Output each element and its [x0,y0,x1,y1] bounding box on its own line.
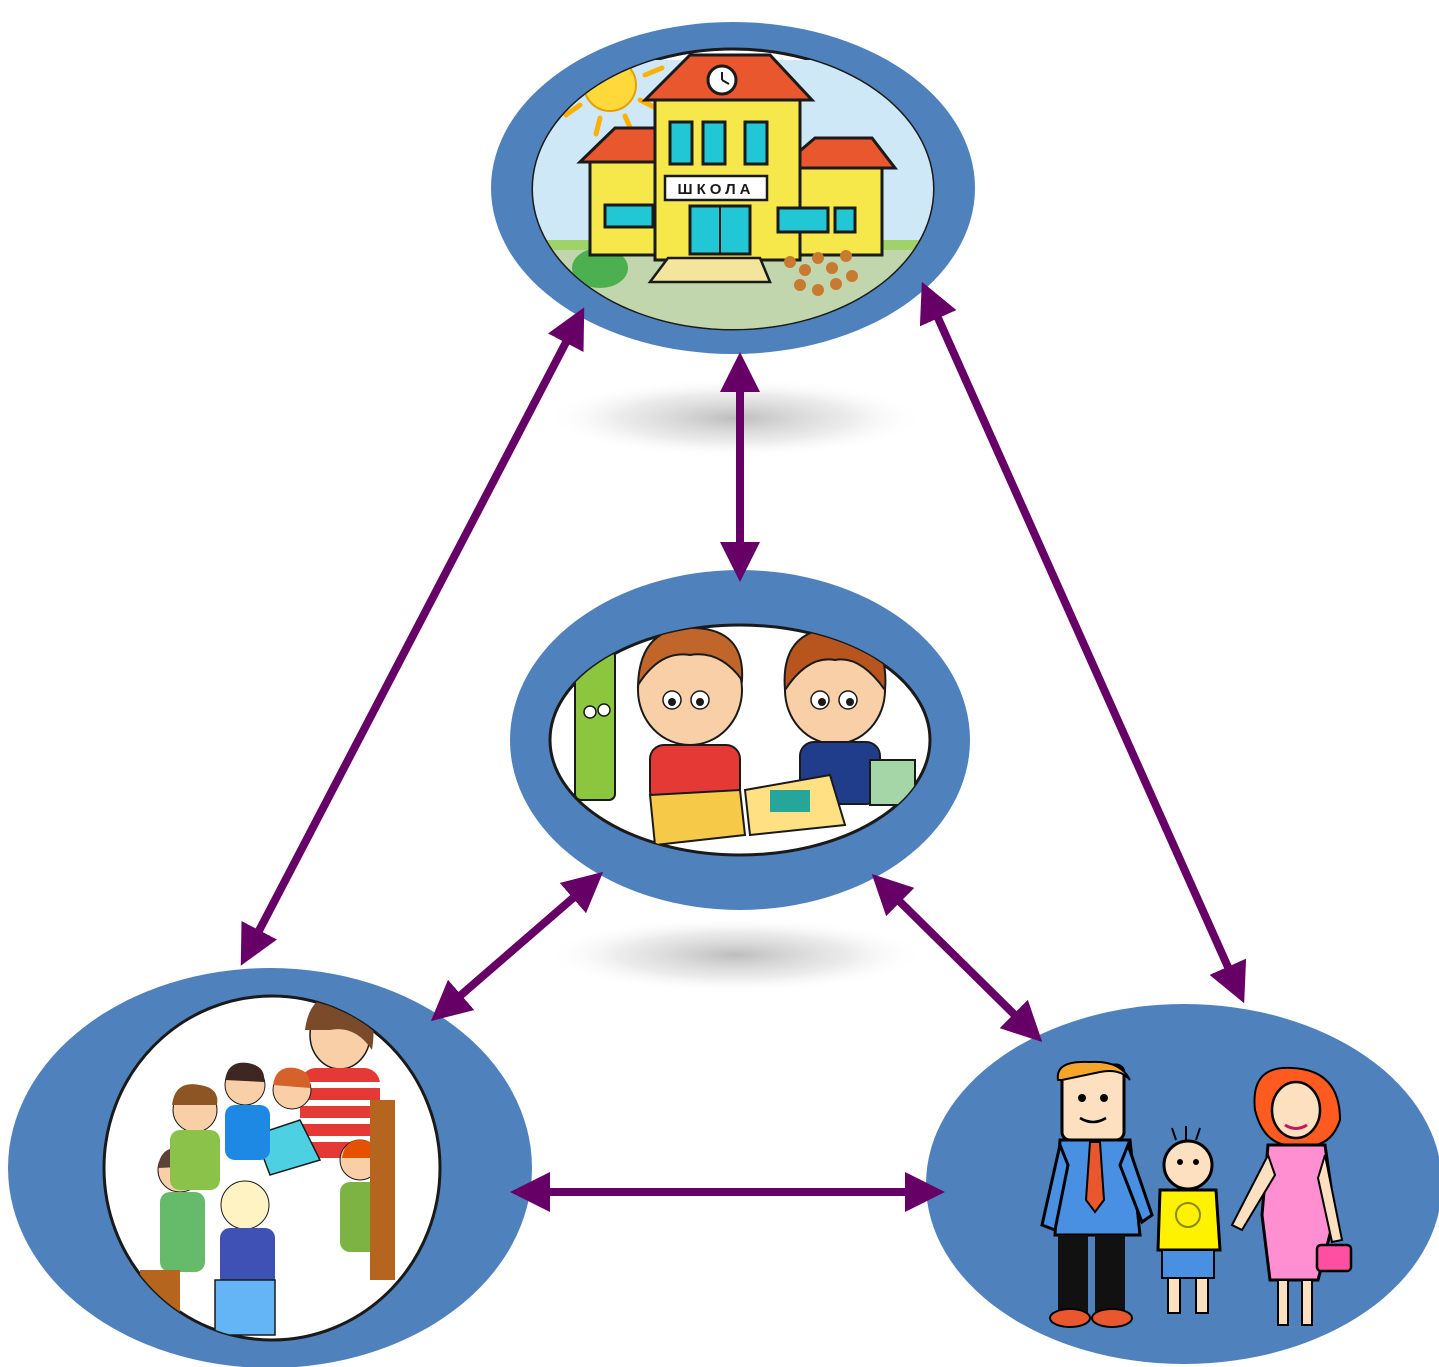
teacher-reading-to-children-illustration [140,996,395,1336]
pupils-node-shadow [545,917,925,993]
family-node [926,1004,1439,1364]
arrows [240,281,1247,1212]
arrow-school-family [919,281,1247,1004]
arrow-pupils-family [871,873,1043,1043]
father-figure [1040,1060,1154,1328]
arrow-pupils-teacher [430,871,604,1022]
arrow-school-teacher [240,307,585,966]
school-building-illustration: ШКОЛА [533,53,933,329]
school-node: ШКОЛА [491,22,975,354]
teacher-node [8,968,532,1367]
pupils-node [510,570,970,910]
parents-with-child-illustration [1040,1060,1353,1328]
mother-figure [1230,1066,1353,1326]
school-sign-label: ШКОЛА [678,181,755,198]
child-figure [1156,1126,1222,1314]
school-node-shadow [545,378,925,458]
